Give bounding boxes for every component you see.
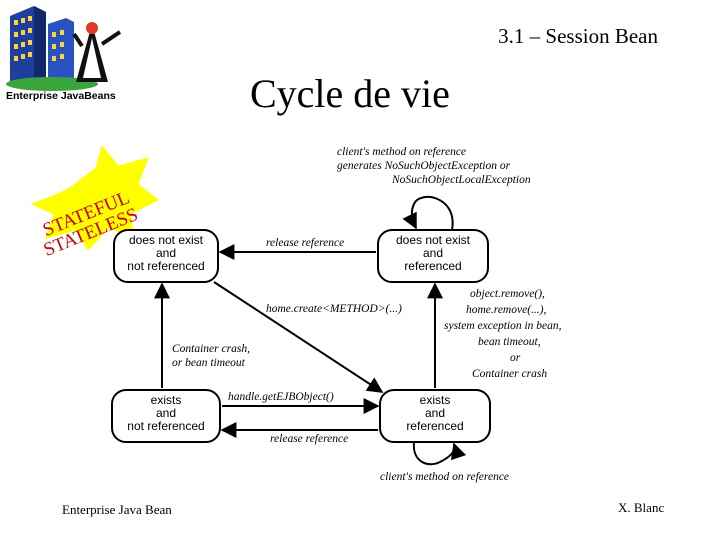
slide-title: Cycle de vie: [250, 71, 450, 116]
arrow-self-loop-bottom: [412, 441, 467, 466]
state-top-left: does not exist and not referenced: [113, 229, 219, 283]
label-get-ejb-object: handle.getEJBObject(): [228, 391, 334, 403]
label-remove: Container crash: [472, 368, 547, 380]
label-container-crash: Container crash,: [172, 343, 250, 355]
label-remove: object.remove(),: [470, 288, 545, 300]
arrow-self-loop-top: [402, 196, 454, 231]
state-line: exists: [151, 393, 182, 407]
label-home-create: home.create<METHOD>(...): [266, 303, 402, 315]
starburst-badge: STATEFUL STATELESS: [30, 144, 159, 261]
label-remove: home.remove(...),: [466, 304, 546, 316]
ejb-logo-icon: [6, 6, 122, 91]
label-remove: system exception in bean,: [444, 320, 562, 332]
label-self-loop-bottom: client's method on reference: [380, 471, 509, 483]
footer-left: Enterprise Java Bean: [62, 502, 172, 517]
footer-right: X. Blanc: [618, 500, 665, 515]
label-remove: or: [510, 352, 521, 364]
label-release-top: release reference: [266, 237, 344, 249]
state-line: referenced: [406, 419, 463, 433]
label-self-loop-top: NoSuchObjectLocalException: [391, 174, 531, 186]
label-release-bottom: release reference: [270, 433, 348, 445]
state-bottom-right: exists and referenced: [379, 389, 491, 443]
label-remove: bean timeout,: [478, 336, 541, 348]
label-self-loop-top: generates NoSuchObjectException or: [337, 160, 511, 172]
label-self-loop-top: client's method on reference: [337, 146, 466, 158]
state-line: referenced: [404, 259, 461, 273]
state-bottom-left: exists and not referenced: [111, 389, 221, 443]
state-line: not referenced: [127, 259, 204, 273]
state-line: and: [156, 246, 176, 260]
logo-caption: Enterprise JavaBeans: [6, 90, 116, 102]
state-line: exists: [420, 393, 451, 407]
state-line: not referenced: [127, 419, 204, 433]
arrow-home-create: [213, 281, 384, 393]
state-line: does not exist: [396, 233, 471, 247]
state-line: and: [423, 246, 443, 260]
label-container-crash: or bean timeout: [172, 357, 246, 369]
state-line: and: [156, 406, 176, 420]
state-top-right: does not exist and referenced: [377, 229, 489, 283]
section-title: 3.1 – Session Bean: [498, 24, 658, 48]
state-line: and: [425, 406, 445, 420]
state-line: does not exist: [129, 233, 204, 247]
ejb-logo: Enterprise JavaBeans: [4, 4, 132, 108]
